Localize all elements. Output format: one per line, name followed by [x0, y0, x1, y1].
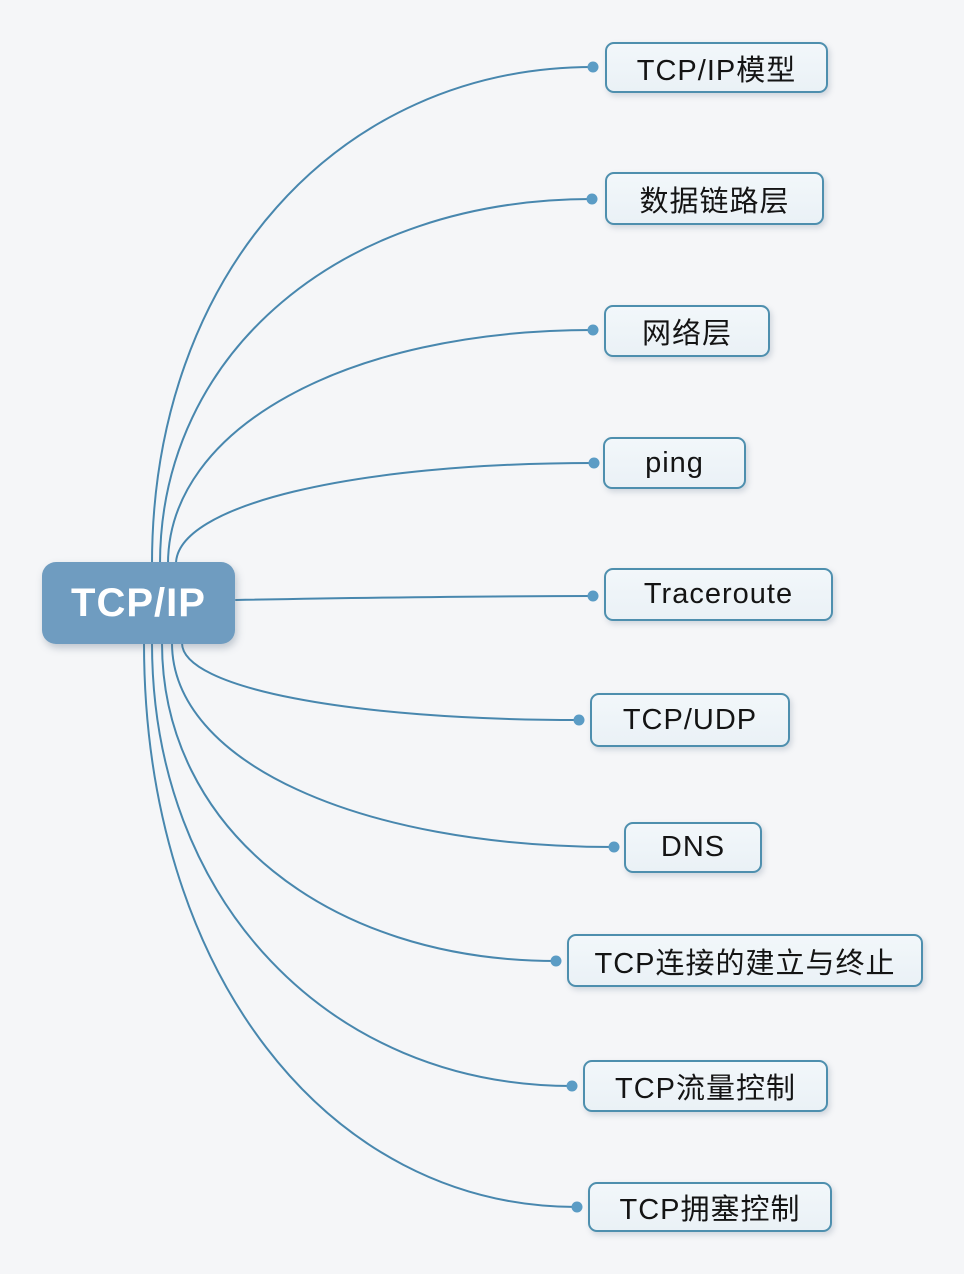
- node-data-link-layer[interactable]: 数据链路层: [605, 172, 824, 225]
- connector-dot: [571, 1201, 583, 1213]
- node-tcp-congestion-control[interactable]: TCP拥塞控制: [588, 1182, 832, 1232]
- node-ping[interactable]: ping: [603, 437, 746, 489]
- connector-curve: [159, 198, 593, 565]
- node-tcp-flow-control[interactable]: TCP流量控制: [583, 1060, 828, 1112]
- connector-curve: [167, 329, 594, 565]
- node-tcp-connection-establish-terminate[interactable]: TCP连接的建立与终止: [567, 934, 923, 987]
- root-node-tcpip[interactable]: TCP/IP: [42, 562, 235, 644]
- connector-curve: [161, 642, 557, 962]
- connector-dot: [587, 324, 599, 336]
- connector-curve: [175, 462, 595, 565]
- node-tcp-udp[interactable]: TCP/UDP: [590, 693, 790, 747]
- connector-curve: [143, 642, 578, 1208]
- connector-curve: [151, 642, 573, 1087]
- connector-dot: [608, 841, 620, 853]
- connector-dot: [566, 1080, 578, 1092]
- connector-curve: [181, 642, 580, 721]
- connector-curve: [151, 66, 594, 565]
- connector-curve: [235, 595, 594, 601]
- connector-dot: [587, 61, 599, 73]
- connector-curve: [171, 642, 615, 848]
- node-traceroute[interactable]: Traceroute: [604, 568, 833, 621]
- node-tcpip-model[interactable]: TCP/IP模型: [605, 42, 828, 93]
- node-network-layer[interactable]: 网络层: [604, 305, 770, 357]
- node-dns[interactable]: DNS: [624, 822, 762, 873]
- connector-dot: [586, 193, 598, 205]
- connector-dot: [587, 590, 599, 602]
- connector-dot: [550, 955, 562, 967]
- connector-dot: [588, 457, 600, 469]
- connector-dot: [573, 714, 585, 726]
